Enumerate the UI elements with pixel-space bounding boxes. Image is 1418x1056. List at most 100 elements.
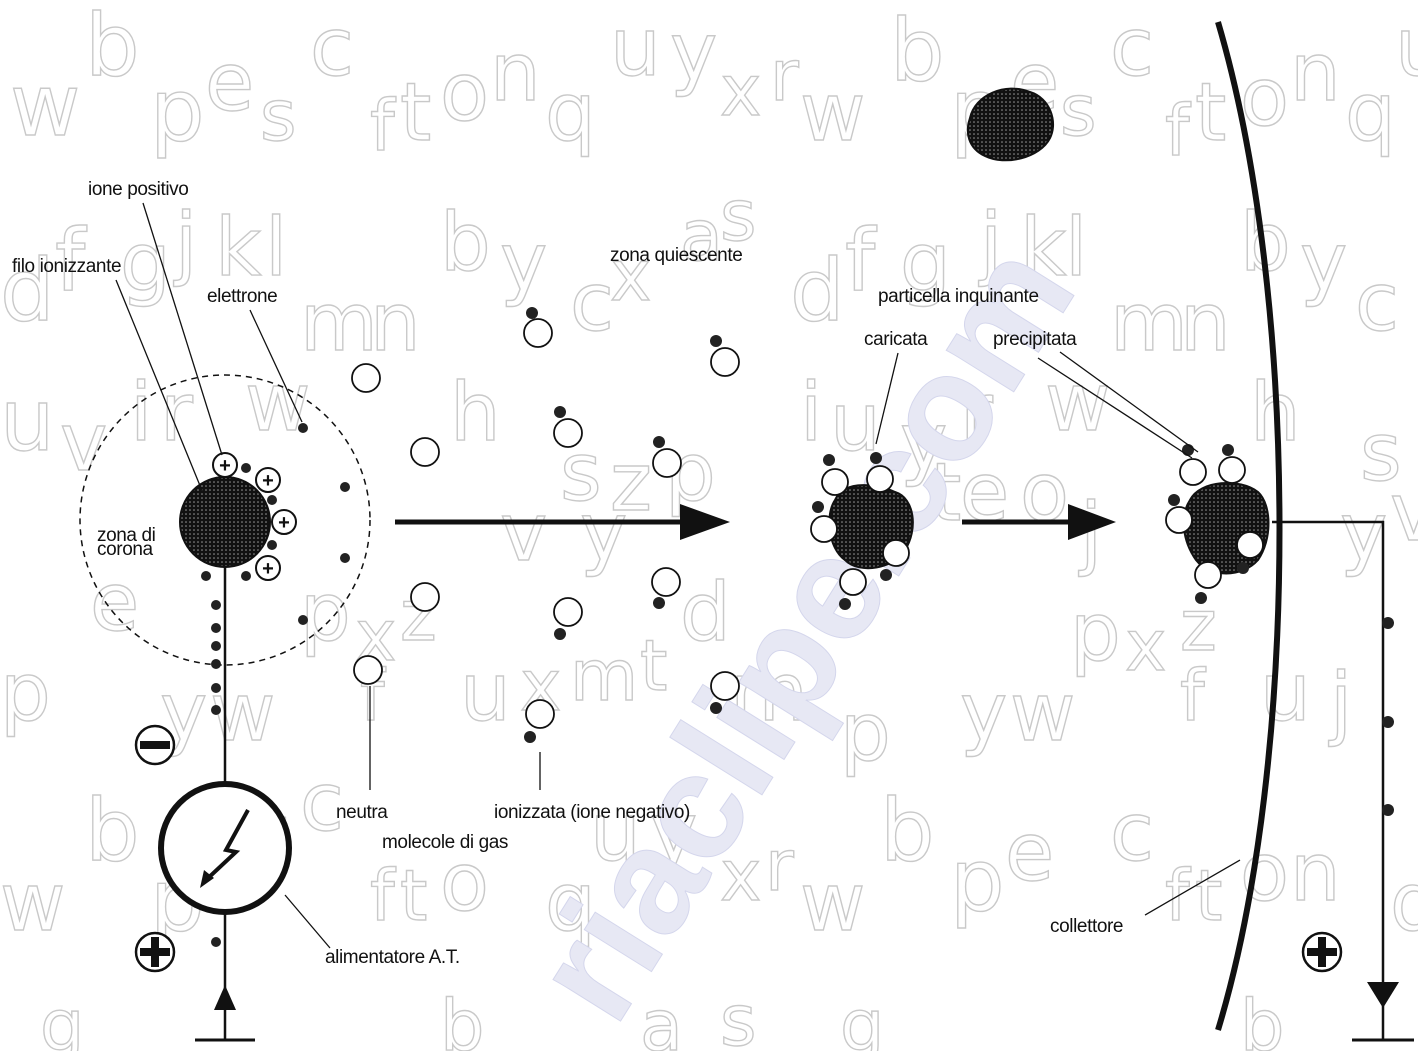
electron [241,463,251,473]
watermark-letter: e [205,36,254,129]
plus-sign: + [262,558,274,580]
watermark-letter: n [1290,826,1341,919]
watermark-letter: j [978,196,1002,289]
negative-ion [523,307,553,348]
watermark-letter: s [1060,70,1096,152]
leader-line [875,352,899,445]
neutral-molecule [351,363,381,393]
watermark-letter: b [890,1,945,101]
watermark-letter: e [90,556,139,649]
watermark-letter: o [440,46,489,139]
plus-sign: + [219,455,231,477]
watermark-letter: f [370,85,396,167]
attached-ion [1179,458,1207,486]
watermark-letter: c [1355,256,1399,349]
watermark-letter: p [300,566,351,659]
collector-plate [1215,21,1283,1031]
plus-symbol [134,931,176,973]
watermark-letter: t [930,446,961,539]
watermark-letter: a [680,195,723,277]
watermark-letter: v [500,486,547,579]
watermark-letter: c [310,1,354,94]
watermark-letter: n [370,276,421,369]
watermark-letter: k [1020,201,1067,294]
watermark-letter: q [545,856,596,949]
watermark-letter: g [40,985,84,1051]
watermark-letter: i [130,366,152,459]
leader-line [1059,351,1199,453]
watermark-letter: r [160,366,193,459]
watermark-letter: w [210,666,275,759]
watermark-letter: q [1345,66,1396,159]
watermark-letter: t [1195,855,1222,937]
molecule-labels: neutra ionizzata (ione negativo) molecol… [336,686,690,853]
arrow-up-icon [214,985,236,1010]
label-caricata: caricata [864,329,928,350]
watermark-letter: u [1260,646,1311,739]
watermark-letter: s [260,75,296,157]
watermark-letter: w [800,856,865,949]
negative-ion [651,567,681,609]
watermark-letter: o [1020,446,1069,539]
electron [340,553,350,563]
electron [211,683,221,693]
label-precipitata: precipitata [993,329,1077,350]
minus-symbol [134,724,176,766]
neutral-molecule [410,437,440,467]
label-alimentatore: alimentatore A.T. [325,947,460,968]
watermark-letter: j [1328,656,1352,749]
watermark-letter: y [1300,216,1347,309]
electron [340,482,350,492]
watermark-letter: q [545,66,596,159]
watermark-letter: x [610,235,651,317]
corona-zone-boundary [79,374,371,666]
label-particella-inquinante: particella inquinante [878,286,1039,307]
charged-particle [810,452,914,610]
watermark-letter: t [400,855,427,937]
ground-wire-right [1272,520,1414,1042]
electron [211,705,221,715]
watermark-letter: m [1110,276,1188,369]
electron [1195,592,1207,604]
electron [823,454,835,466]
watermark-letter: u [590,786,641,879]
electron [201,571,211,581]
leader-line [249,309,303,423]
label-ionizzata: ionizzata (ione negativo) [494,802,690,823]
watermark-letter: r [960,366,993,459]
watermark-letter: x [720,835,761,917]
supply-wire [211,567,227,790]
watermark-letter: v [60,396,107,489]
watermark-letter: o [1240,826,1289,919]
leader-line [115,279,204,494]
watermark-letter: m [300,276,378,369]
label-ione-positivo: ione positivo [88,179,188,200]
watermark-letter: f [1180,655,1206,737]
watermark-letter: n [1180,276,1231,369]
ground-wire-left [195,912,255,1042]
watermark-letter: b [85,0,140,96]
watermark-letter: s [1360,406,1402,499]
watermark-letter: y [650,786,697,879]
plus-sign: + [278,512,290,534]
negative-ions [523,307,740,743]
electron [1382,716,1394,728]
watermark-letter: w [0,856,65,949]
watermark-letter: b [1240,985,1284,1051]
electron [241,571,251,581]
watermark-letter: e [1005,806,1054,899]
watermark-letter: p [150,61,205,161]
watermark-letter: y [960,666,1007,759]
watermark-letter: v [1390,466,1418,559]
label-zona-di: zona di [97,525,155,546]
watermark-letter: u [1395,1,1418,94]
watermark-letter: m [730,646,808,739]
watermark-letter: u [0,371,55,471]
flow-arrow-2 [962,504,1116,540]
watermark-letter: x [720,50,761,132]
watermark-letter: s [720,980,756,1051]
negative-ion [553,406,583,448]
neutral-molecule [353,655,383,685]
watermark-letter: y [1340,486,1387,579]
leader-line [142,202,223,456]
